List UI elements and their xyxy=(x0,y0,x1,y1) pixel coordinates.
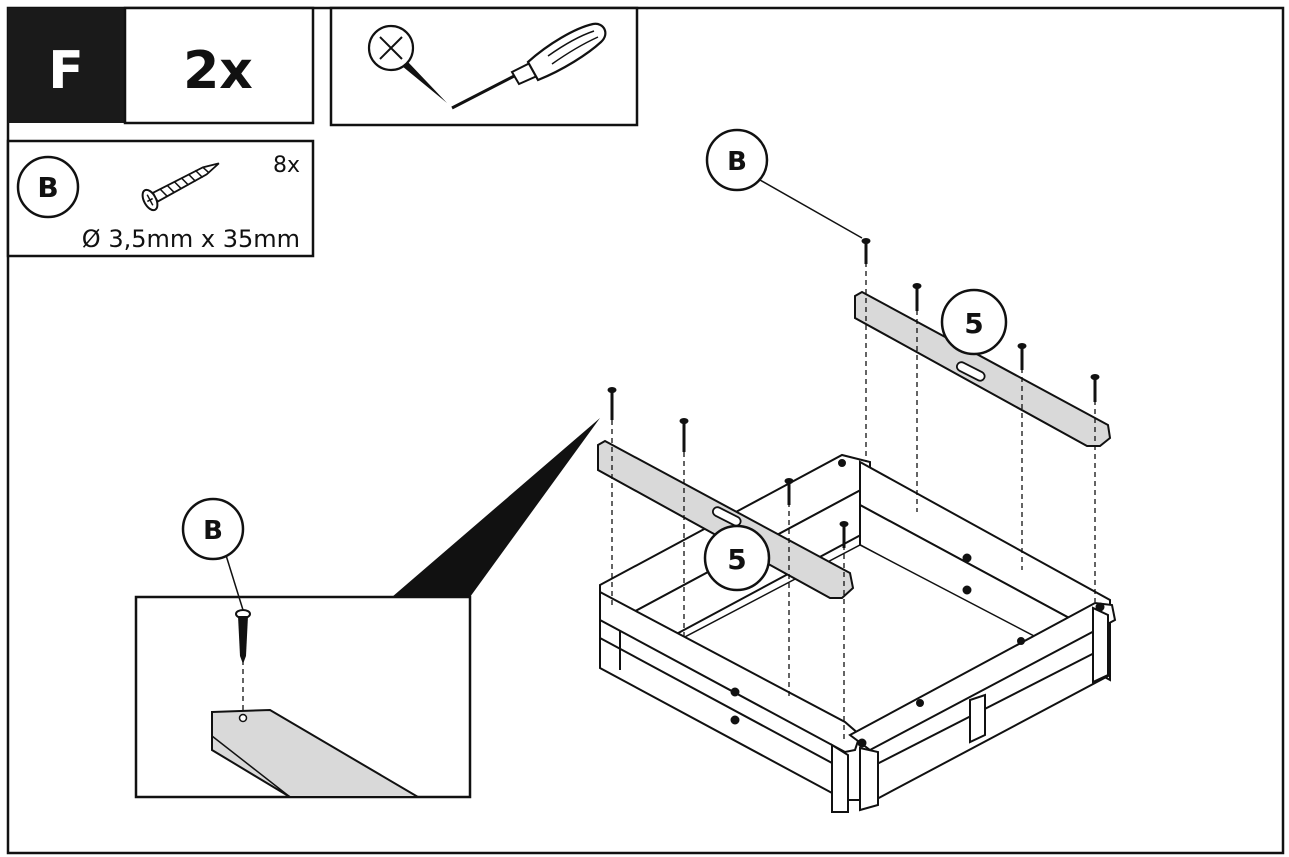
screw-icon xyxy=(141,162,220,212)
screw-callout-label: B xyxy=(727,147,747,177)
tool-box xyxy=(329,6,639,127)
screw-icon xyxy=(1090,374,1100,402)
screw-icon xyxy=(607,387,617,420)
screw-icon xyxy=(784,478,794,505)
cross-head-icon xyxy=(367,24,447,103)
screw-icon xyxy=(912,283,922,311)
board-callout-right-label: 5 xyxy=(964,307,983,340)
part-quantity: 8x xyxy=(273,153,300,178)
screw-guide-lines xyxy=(611,262,1096,740)
step-letter-block xyxy=(8,8,125,123)
board-callout-left-label: 5 xyxy=(727,543,746,576)
screw-icon xyxy=(679,418,689,452)
screws xyxy=(607,238,1100,548)
step-header: F 2x xyxy=(8,6,315,125)
screw-callout: B xyxy=(705,128,863,239)
part-label: B xyxy=(37,171,58,204)
page-frame xyxy=(6,6,1285,855)
zoom-wedge xyxy=(392,418,600,597)
part-label-badge xyxy=(16,155,80,219)
screw-icon xyxy=(235,609,251,664)
repeat-count: 2x xyxy=(183,41,253,101)
screw-icon xyxy=(861,238,871,264)
board-callout-left: 5 xyxy=(703,524,771,592)
phillips-screwdriver-icon xyxy=(451,22,607,110)
screw-icon xyxy=(839,521,849,548)
parts-box: B 8x Ø 3,5mm x 35mm xyxy=(6,139,315,258)
step-letter: F xyxy=(48,41,84,101)
part-size: Ø 3,5mm x 35mm xyxy=(82,225,300,253)
detail-callout-label: B xyxy=(203,516,223,546)
board-callout-right: 5 xyxy=(940,288,1008,356)
detail-inset: B xyxy=(134,418,600,799)
board-5-right xyxy=(854,290,1112,447)
repeat-box xyxy=(123,6,315,125)
screw-icon xyxy=(1017,343,1027,370)
